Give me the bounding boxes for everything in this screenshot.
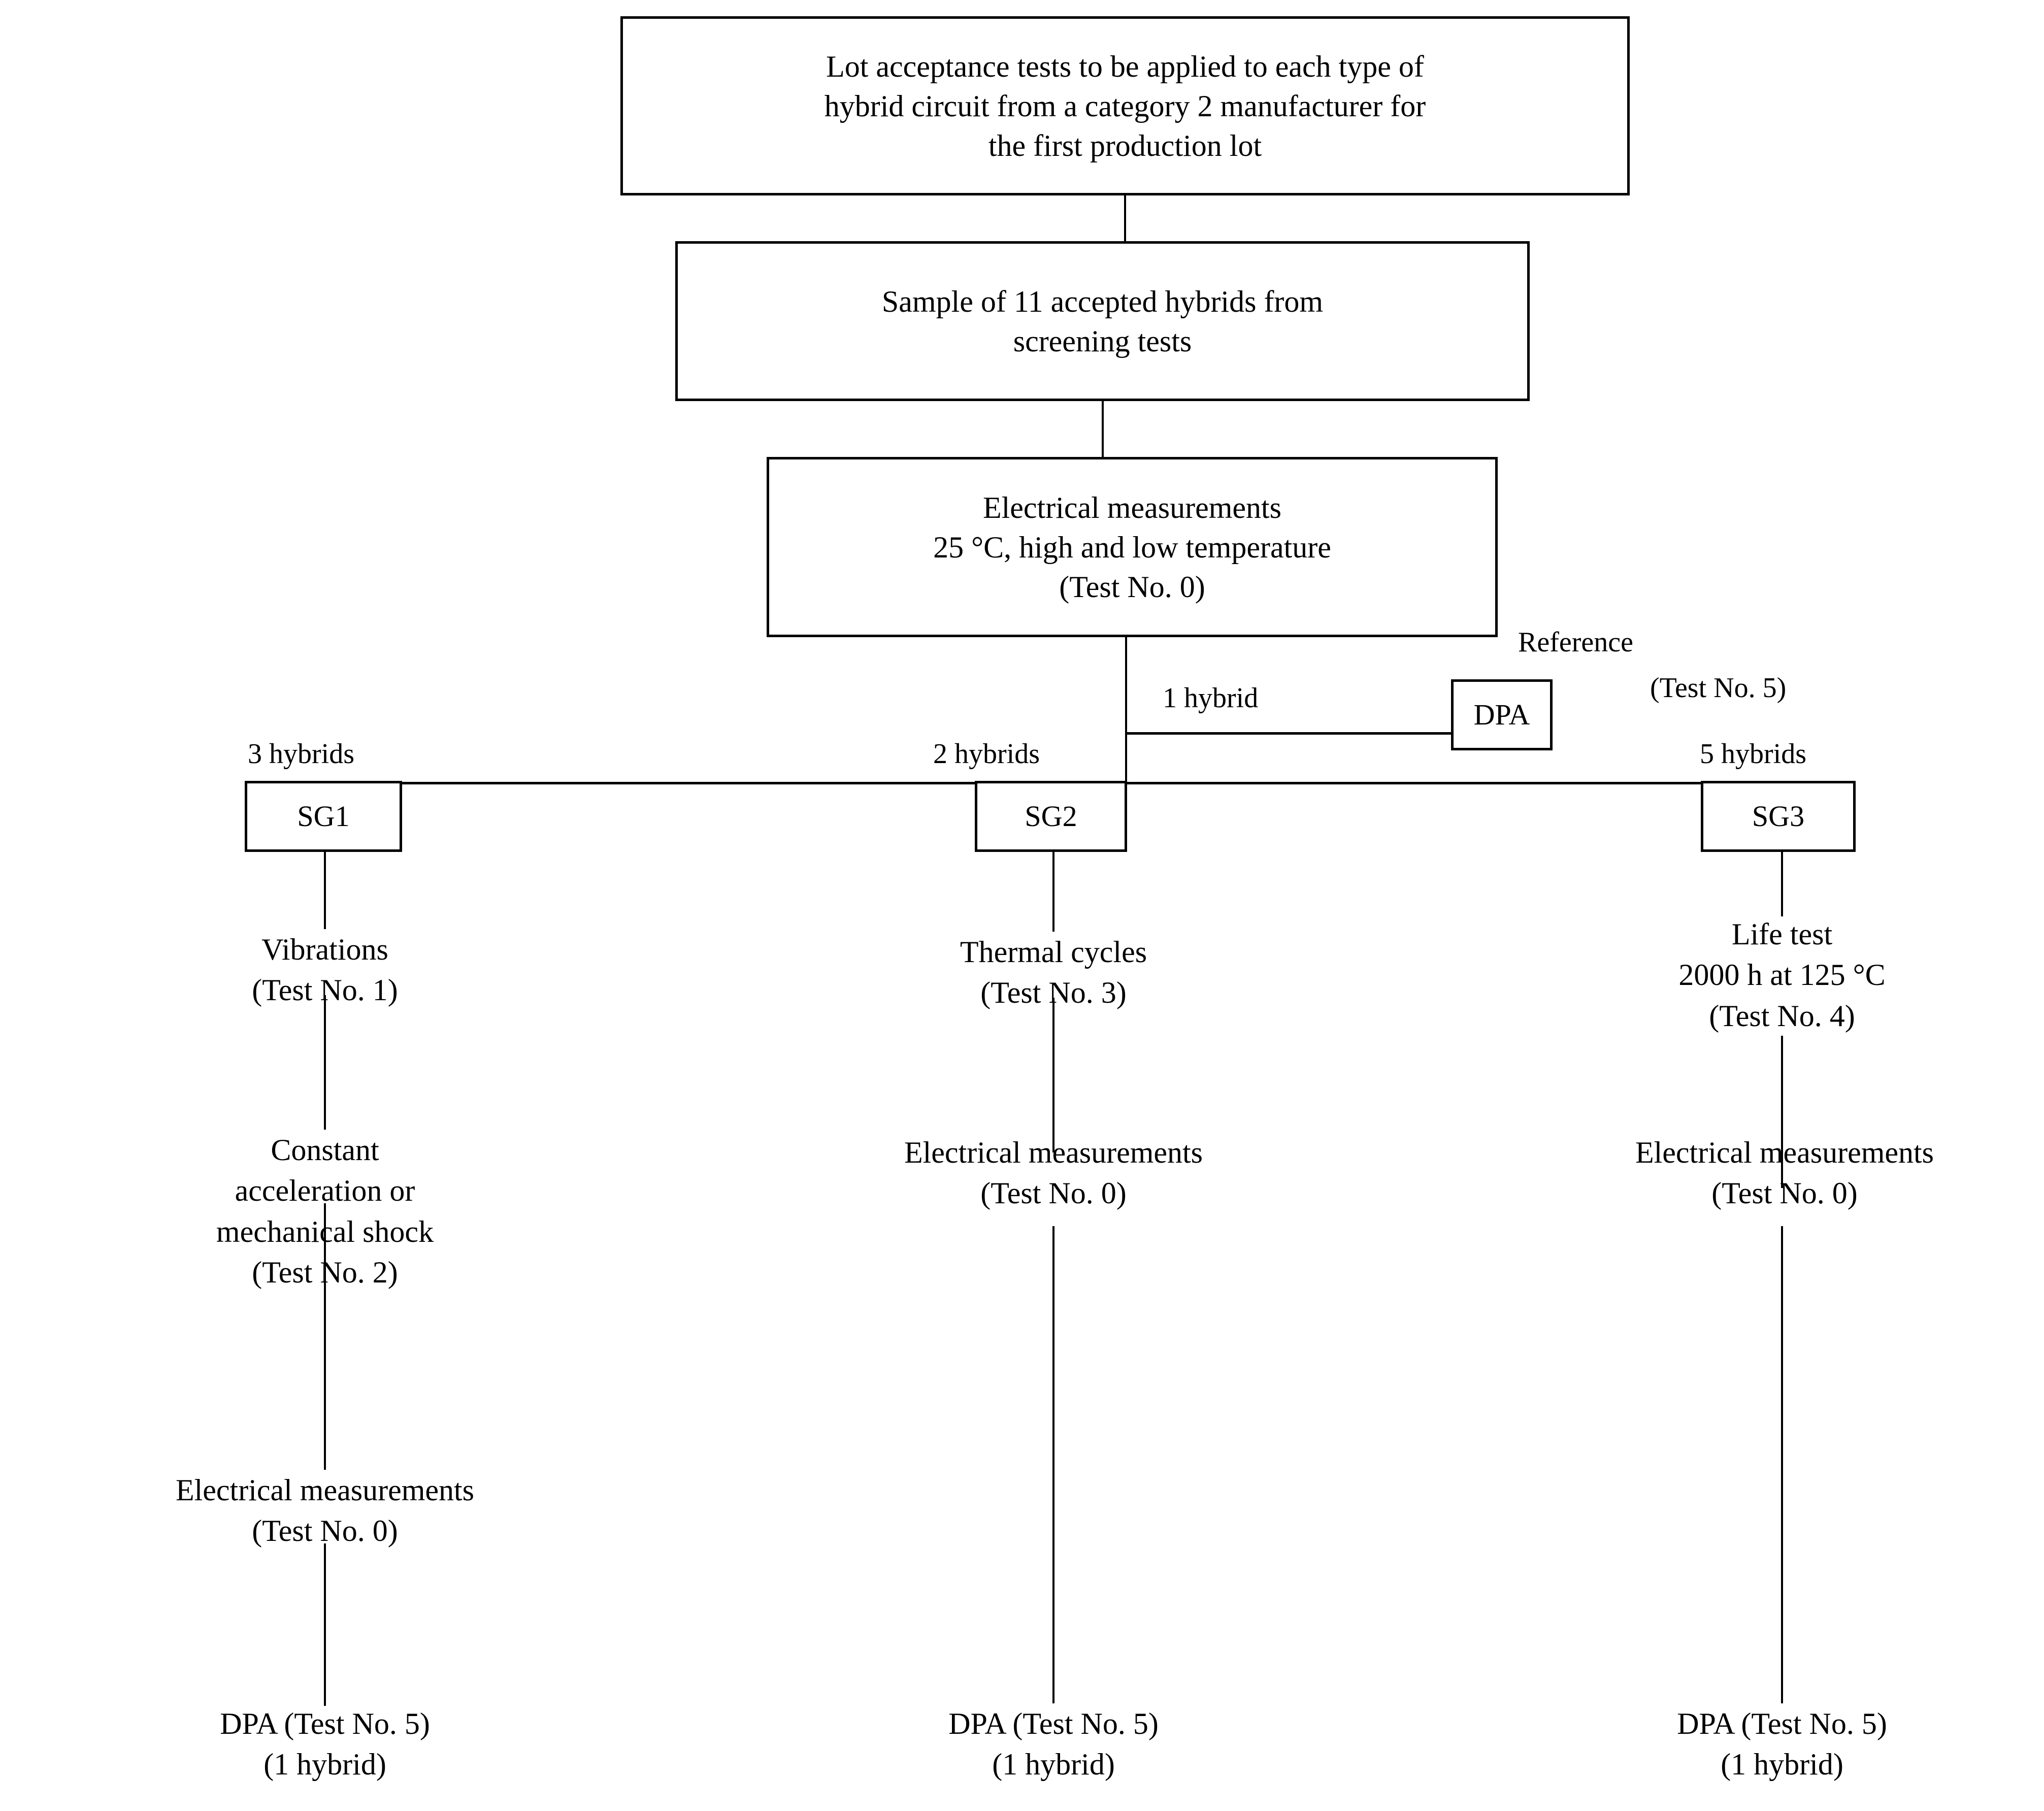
- connector-sg1-chain-1: [324, 850, 326, 929]
- connector-sg1-chain-4: [324, 1543, 326, 1706]
- group-label-sg1: SG1: [297, 800, 350, 833]
- branch-qty-sg2: 2 hybrids: [933, 738, 1040, 770]
- title-line-3: the first production lot: [988, 128, 1262, 162]
- connector-sg3-chain-2: [1781, 1036, 1783, 1188]
- sg2-step-2: Electrical measurements (Test No. 0): [904, 1136, 1203, 1210]
- branch-qty-sg1: 3 hybrids: [248, 738, 354, 770]
- group-box-sg2: SG2: [975, 781, 1127, 852]
- electrical-line-1: Electrical measurements: [982, 490, 1282, 524]
- sg3-step-3: DPA (Test No. 5) (1 hybrid): [1677, 1707, 1887, 1782]
- sample-line-1: Sample of 11 accepted hybrids from: [881, 284, 1324, 318]
- group-box-sg1: SG1: [245, 781, 402, 852]
- sample-box: Sample of 11 accepted hybrids from scree…: [675, 241, 1530, 401]
- electrical-line-2: 25 °C, high and low temperature: [933, 530, 1331, 564]
- electrical-line-3: (Test No. 0): [1059, 570, 1205, 604]
- dpa-reference-box: DPA: [1451, 679, 1553, 750]
- sample-line-2: screening tests: [1013, 324, 1192, 358]
- connector-sg3-chain-3: [1781, 1226, 1783, 1703]
- group-box-sg3: SG3: [1701, 781, 1856, 852]
- connector-electrical-spine: [1125, 637, 1127, 784]
- connector-sample-to-electrical: [1102, 401, 1104, 458]
- distribution-bar: [245, 782, 1704, 784]
- reference-label: Reference: [1518, 627, 1633, 658]
- connector-sg2-chain-2: [1052, 998, 1054, 1153]
- electrical-measurements-box: Electrical measurements 25 °C, high and …: [767, 457, 1498, 637]
- reference-branch-qty: 1 hybrid: [1163, 682, 1259, 714]
- title-line-1: Lot acceptance tests to be applied to ea…: [826, 49, 1424, 83]
- sg3-step-1: Life test 2000 h at 125 °C (Test No. 4): [1678, 917, 1886, 1033]
- sg2-step-3: DPA (Test No. 5) (1 hybrid): [948, 1707, 1159, 1782]
- connector-sg3-chain-1: [1781, 850, 1783, 916]
- branch-qty-sg3: 5 hybrids: [1700, 738, 1806, 770]
- connector-sg1-chain-2: [324, 995, 326, 1130]
- connector-reference-to-dpa: [1125, 732, 1453, 735]
- sg3-step-2: Electrical measurements (Test No. 0): [1635, 1136, 1934, 1210]
- sg1-step-2: Constant acceleration or mechanical shoc…: [216, 1133, 434, 1290]
- sg1-step-3: Electrical measurements (Test No. 0): [175, 1473, 475, 1548]
- group-label-sg2: SG2: [1025, 800, 1077, 833]
- sg1-step-1: Vibrations (Test No. 1): [252, 933, 398, 1007]
- connector-title-to-sample: [1124, 195, 1126, 242]
- title-line-2: hybrid circuit from a category 2 manufac…: [824, 89, 1426, 123]
- dpa-box-label: DPA: [1473, 698, 1530, 732]
- sg2-step-1: Thermal cycles (Test No. 3): [960, 935, 1147, 1010]
- sg1-step-4: DPA (Test No. 5) (1 hybrid): [220, 1707, 430, 1782]
- reference-test-no: (Test No. 5): [1650, 672, 1787, 704]
- connector-sg1-chain-3: [324, 1203, 326, 1470]
- connector-sg2-chain-1: [1052, 850, 1054, 932]
- title-box: Lot acceptance tests to be applied to ea…: [620, 16, 1630, 195]
- group-label-sg3: SG3: [1752, 800, 1805, 833]
- connector-sg2-chain-3: [1052, 1226, 1054, 1703]
